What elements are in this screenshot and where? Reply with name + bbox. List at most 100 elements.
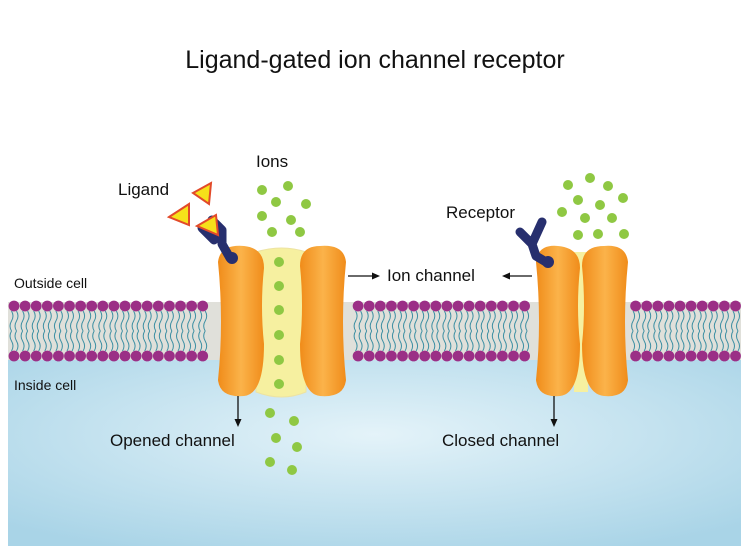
lipid-head bbox=[730, 300, 741, 312]
lipid-tail bbox=[502, 330, 507, 352]
lipid-tail bbox=[142, 330, 147, 352]
lipid-tail bbox=[453, 330, 458, 352]
lipid-head bbox=[152, 350, 164, 362]
lipid-head bbox=[152, 300, 164, 312]
lipid-head bbox=[97, 350, 109, 362]
lipid-head bbox=[119, 350, 131, 362]
lipid-head bbox=[430, 300, 442, 312]
lipid-tail bbox=[192, 330, 197, 352]
lipid-tail bbox=[192, 310, 197, 332]
lipid-tail bbox=[514, 330, 518, 352]
lipid-head bbox=[386, 300, 397, 312]
lipid-tail bbox=[47, 310, 52, 332]
open-channel-subunit-right bbox=[300, 245, 346, 397]
lipid-head bbox=[452, 300, 464, 312]
lipid-tail bbox=[87, 310, 92, 332]
ion bbox=[274, 281, 284, 291]
lipid-tail bbox=[14, 330, 19, 352]
lipid-head bbox=[197, 350, 209, 362]
lipid-head bbox=[630, 350, 641, 362]
open-channel-subunit-left bbox=[218, 245, 264, 397]
lipid-tail bbox=[31, 310, 36, 332]
lipid-tail bbox=[653, 310, 658, 332]
lipid-tail bbox=[153, 330, 158, 352]
ion bbox=[595, 200, 605, 210]
lipid-tail bbox=[65, 330, 69, 352]
lipid-tail bbox=[380, 310, 385, 332]
lipid-head bbox=[352, 300, 364, 312]
lipid-tail bbox=[702, 330, 707, 352]
ion bbox=[573, 230, 583, 240]
lipid-tail bbox=[109, 330, 114, 352]
ligand-molecules bbox=[166, 181, 220, 237]
lipid-tail bbox=[65, 310, 69, 332]
lipid-head bbox=[75, 300, 86, 312]
lipid-tail bbox=[458, 310, 463, 332]
lipid-tail bbox=[364, 330, 369, 352]
lipid-head bbox=[374, 350, 386, 362]
lipid-tail bbox=[203, 310, 208, 332]
lipid-head bbox=[463, 300, 475, 312]
lipid-tail bbox=[447, 310, 452, 332]
lipid-head bbox=[186, 350, 198, 362]
lipid-tail bbox=[81, 310, 86, 332]
lipid-tail bbox=[731, 310, 735, 332]
lipid-tail bbox=[464, 310, 469, 332]
lipid-tail bbox=[686, 310, 691, 332]
lipid-head bbox=[8, 300, 20, 312]
lipid-head bbox=[53, 350, 64, 362]
lipid-tail bbox=[675, 310, 680, 332]
ion-channel-label: Ion channel bbox=[387, 266, 475, 285]
lipid-head bbox=[197, 300, 209, 312]
lipid-tail bbox=[114, 310, 119, 332]
lipid-tail bbox=[169, 310, 174, 332]
lipid-tail bbox=[702, 310, 707, 332]
lipid-head bbox=[485, 350, 497, 362]
lipid-head bbox=[430, 350, 442, 362]
lipid-tail bbox=[724, 330, 729, 352]
inside-cell-label: Inside cell bbox=[14, 377, 77, 393]
cytoplasm bbox=[8, 360, 741, 546]
lipid-tail bbox=[181, 330, 185, 352]
lipid-head bbox=[19, 300, 31, 312]
lipid-head bbox=[186, 300, 198, 312]
lipid-tail bbox=[391, 330, 396, 352]
lipid-tail bbox=[713, 310, 718, 332]
lipid-head bbox=[463, 350, 475, 362]
ligand-triangle bbox=[194, 213, 220, 237]
lipid-tail bbox=[475, 330, 480, 352]
lipid-head bbox=[663, 300, 675, 312]
lipid-tail bbox=[386, 310, 391, 332]
lipid-head bbox=[86, 350, 98, 362]
lipid-tail bbox=[631, 310, 636, 332]
lipid-tail bbox=[409, 310, 414, 332]
lipid-tail bbox=[469, 310, 474, 332]
lipid-tail bbox=[502, 310, 507, 332]
lipid-tail bbox=[464, 330, 469, 352]
ion bbox=[274, 257, 284, 267]
ion bbox=[267, 227, 277, 237]
lipid-tail bbox=[98, 330, 103, 352]
lipid-head bbox=[64, 300, 75, 312]
lipid-head bbox=[641, 300, 653, 312]
lipid-head bbox=[374, 300, 386, 312]
lipid-tail bbox=[53, 310, 58, 332]
lipid-head bbox=[474, 300, 486, 312]
lipid-head bbox=[674, 350, 686, 362]
ion bbox=[563, 180, 573, 190]
lipid-tail bbox=[187, 330, 192, 352]
lipid-tail bbox=[414, 310, 419, 332]
lipid-head bbox=[19, 350, 31, 362]
lipid-tail bbox=[164, 330, 169, 352]
lipid-head bbox=[441, 300, 453, 312]
lipid-tail bbox=[70, 330, 74, 352]
lipid-tail bbox=[153, 310, 158, 332]
lipid-tail bbox=[669, 330, 674, 352]
lipid-head bbox=[175, 300, 186, 312]
membrane-core bbox=[8, 302, 741, 360]
lipid-head bbox=[508, 300, 519, 312]
lipid-tail bbox=[636, 310, 641, 332]
lipid-head bbox=[730, 350, 741, 362]
lipid-tail bbox=[31, 330, 36, 352]
lipid-tail bbox=[436, 330, 441, 352]
